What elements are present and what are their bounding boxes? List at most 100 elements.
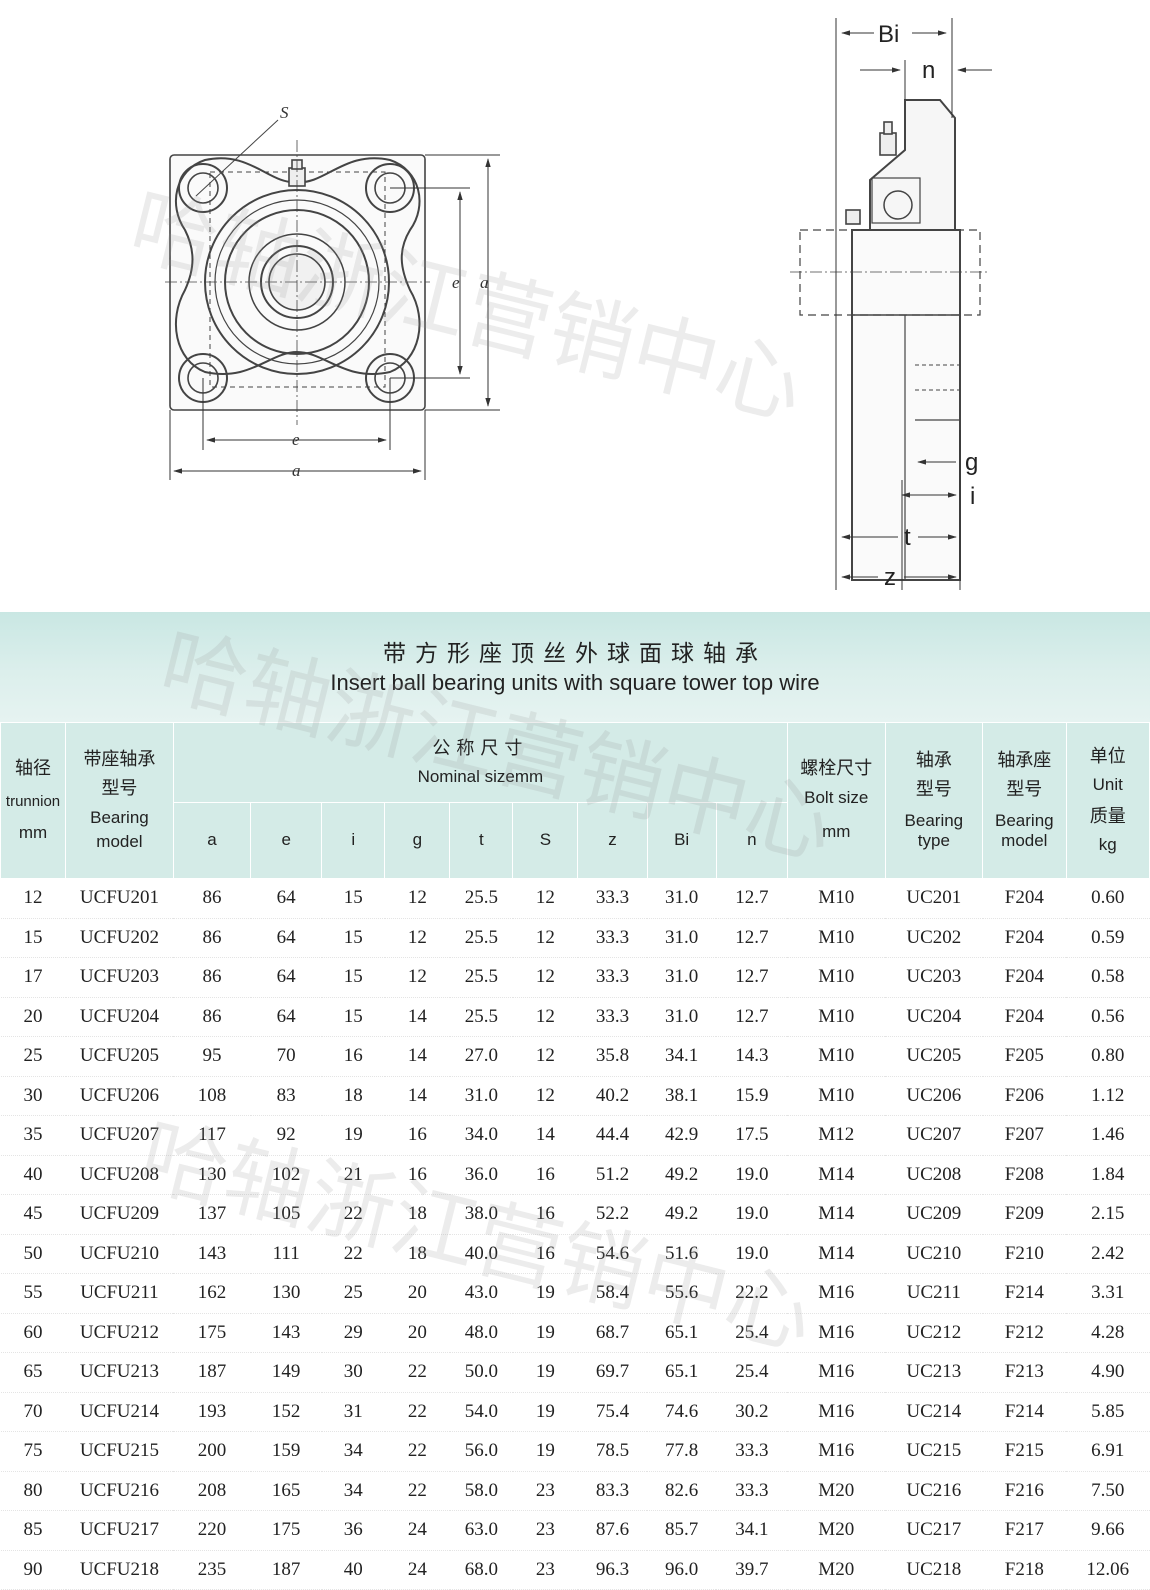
cell-z: 83.3	[577, 1471, 648, 1511]
cell-housing-model: F214	[982, 1273, 1066, 1314]
cell-a: 86	[173, 997, 251, 1037]
cell-g: 16	[384, 1115, 450, 1156]
cell-z: 52.2	[577, 1194, 648, 1235]
cell-a: 187	[173, 1352, 251, 1393]
cell-t: 56.0	[449, 1431, 513, 1472]
cell-a: 86	[173, 957, 251, 998]
label-e-horizontal: e	[292, 430, 300, 449]
col-header-n: n	[715, 802, 788, 879]
cell-bearing-type: UC207	[885, 1115, 983, 1156]
cell-e: 152	[250, 1392, 322, 1432]
cell-z: 96.3	[577, 1550, 648, 1590]
cell-t: 48.0	[449, 1313, 513, 1353]
header-unit-model-en1: Bearing	[90, 807, 149, 827]
cell-a: 108	[173, 1076, 251, 1116]
cell-s: 19	[512, 1352, 578, 1393]
cell-bolt: M14	[787, 1194, 886, 1235]
cell-bolt: M20	[787, 1471, 886, 1511]
cell-mass: 1.12	[1066, 1076, 1150, 1116]
spec-table: 轴径 trunnion mm 带座轴承 型号 Bearing model 公称尺…	[0, 722, 1150, 1590]
cell-housing-model: F217	[982, 1510, 1066, 1551]
cell-bi: 31.0	[647, 997, 717, 1037]
cell-n: 22.2	[716, 1273, 788, 1314]
header-nominal-cn: 公称尺寸	[432, 737, 529, 759]
label-bi: Bi	[878, 21, 899, 48]
side-view-dimensions	[835, 18, 992, 590]
cell-a: 143	[173, 1234, 251, 1274]
col-header-bearing-type: 轴承 型号 Bearing type	[884, 722, 984, 879]
header-row-1: 轴径 trunnion mm 带座轴承 型号 Bearing model 公称尺…	[0, 722, 1150, 879]
cell-s: 12	[512, 997, 578, 1037]
cell-n: 33.3	[716, 1431, 788, 1472]
header-bearing-type-cn2: 型号	[915, 779, 952, 801]
cell-s: 23	[512, 1471, 578, 1511]
cell-a: 193	[173, 1392, 251, 1432]
cell-trunnion: 17	[0, 957, 66, 998]
cell-unit-model: UCFU212	[65, 1313, 174, 1353]
cell-z: 58.4	[577, 1273, 648, 1314]
cell-t: 34.0	[449, 1115, 513, 1156]
cell-g: 24	[384, 1510, 450, 1551]
cell-s: 16	[512, 1194, 578, 1235]
front-view-dimensions	[169, 154, 500, 480]
cell-n: 25.4	[716, 1352, 788, 1393]
cell-i: 19	[321, 1115, 385, 1156]
cell-unit-model: UCFU207	[65, 1115, 174, 1156]
cell-n: 12.7	[716, 918, 788, 958]
cell-bolt: M10	[787, 1036, 886, 1077]
cell-n: 19.0	[716, 1155, 788, 1195]
cell-g: 22	[384, 1352, 450, 1393]
header-unit-model-cn1: 带座轴承	[83, 748, 156, 770]
cell-mass: 4.28	[1066, 1313, 1150, 1353]
col-header-e: e	[250, 802, 323, 879]
cell-n: 19.0	[716, 1194, 788, 1235]
label-a-horizontal: a	[292, 461, 301, 480]
cell-bearing-type: UC206	[885, 1076, 983, 1116]
cell-trunnion: 35	[0, 1115, 66, 1156]
cell-trunnion: 12	[0, 878, 66, 919]
cell-trunnion: 55	[0, 1273, 66, 1314]
cell-bi: 96.0	[647, 1550, 717, 1590]
col-header-i: i	[321, 802, 386, 879]
cell-g: 12	[384, 878, 450, 919]
cell-bi: 77.8	[647, 1431, 717, 1472]
col-header-trunnion: 轴径 trunnion mm	[0, 722, 67, 879]
cell-t: 25.5	[449, 878, 513, 919]
cell-i: 29	[321, 1313, 385, 1353]
header-unit-model-cn2: 型号	[101, 778, 138, 800]
cell-housing-model: F204	[982, 878, 1066, 919]
cell-t: 43.0	[449, 1273, 513, 1314]
cell-bolt: M10	[787, 878, 886, 919]
cell-unit-model: UCFU209	[65, 1194, 174, 1235]
cell-housing-model: F205	[982, 1036, 1066, 1077]
cell-i: 22	[321, 1234, 385, 1274]
cell-unit-model: UCFU213	[65, 1352, 174, 1393]
cell-a: 200	[173, 1431, 251, 1472]
cell-i: 15	[321, 878, 385, 919]
cell-g: 14	[384, 1036, 450, 1077]
cell-n: 33.3	[716, 1471, 788, 1511]
cell-mass: 1.46	[1066, 1115, 1150, 1156]
cell-housing-model: F212	[982, 1313, 1066, 1353]
cell-s: 12	[512, 1036, 578, 1077]
cell-trunnion: 45	[0, 1194, 66, 1235]
cell-bolt: M16	[787, 1392, 886, 1432]
cell-z: 78.5	[577, 1431, 648, 1472]
cell-bearing-type: UC215	[885, 1431, 983, 1472]
cell-s: 12	[512, 878, 578, 919]
label-i: i	[970, 483, 975, 510]
cell-unit-model: UCFU215	[65, 1431, 174, 1472]
cell-t: 27.0	[449, 1036, 513, 1077]
col-header-mass: 单位 Unit 质量 kg	[1065, 722, 1150, 879]
label-a-vertical: a	[480, 273, 489, 292]
cell-bolt: M16	[787, 1273, 886, 1314]
header-trunnion-unit: mm	[18, 823, 48, 843]
cell-g: 12	[384, 957, 450, 998]
cell-i: 34	[321, 1431, 385, 1472]
cell-trunnion: 85	[0, 1510, 66, 1551]
cell-trunnion: 60	[0, 1313, 66, 1353]
